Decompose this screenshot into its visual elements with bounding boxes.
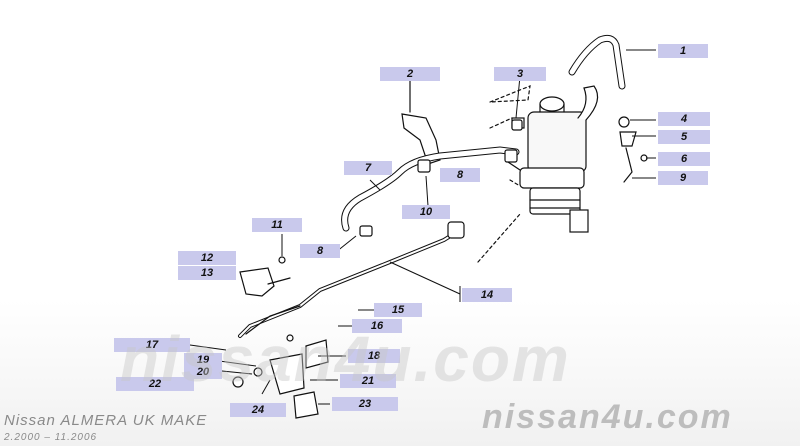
hose-part-9 xyxy=(623,147,633,183)
callout-part-6[interactable]: 6 xyxy=(658,152,710,166)
callout-part-11[interactable]: 11 xyxy=(252,218,302,232)
bracket-part-18 xyxy=(305,339,329,369)
power-steering-reservoir xyxy=(507,85,599,233)
bolt-part-11 xyxy=(278,256,286,264)
callout-part-1[interactable]: 1 xyxy=(658,44,708,58)
callout-part-21[interactable]: 21 xyxy=(340,374,396,388)
model-years: 2.2000 – 11.2006 xyxy=(4,432,98,443)
callout-part-10[interactable]: 10 xyxy=(402,205,450,219)
watermark-right: nissan4u.com xyxy=(482,398,733,436)
bracket-part-21 xyxy=(269,353,305,395)
callout-part-24[interactable]: 24 xyxy=(230,403,286,417)
callout-part-3[interactable]: 3 xyxy=(494,67,546,81)
callout-part-5[interactable]: 5 xyxy=(658,130,710,144)
model-title: Nissan ALMERA UK MAKE xyxy=(4,412,208,429)
callout-part-19[interactable]: 19 xyxy=(184,353,222,367)
bolt-part-22 xyxy=(232,376,244,388)
watermark-center: nissan4u.com xyxy=(120,323,571,395)
callout-part-4[interactable]: 4 xyxy=(658,112,710,126)
bracket-part-12 xyxy=(239,267,275,297)
callout-part-15[interactable]: 15 xyxy=(374,303,422,317)
callout-part-2[interactable]: 2 xyxy=(380,67,440,81)
callout-part-8b[interactable]: 8 xyxy=(300,244,340,258)
clip-part-3 xyxy=(511,119,523,131)
callout-part-12[interactable]: 12 xyxy=(178,251,236,265)
bracket-part-2 xyxy=(401,113,441,165)
callout-part-14[interactable]: 14 xyxy=(462,288,512,302)
bolt-part-20 xyxy=(253,367,263,377)
bracket-part-23 xyxy=(293,391,319,419)
nut-part-4 xyxy=(618,116,630,128)
callout-part-18[interactable]: 18 xyxy=(348,349,400,363)
callout-part-16[interactable]: 16 xyxy=(352,319,402,333)
callout-part-9[interactable]: 9 xyxy=(658,171,708,185)
callout-part-20[interactable]: 20 xyxy=(184,365,222,379)
bracket-part-5 xyxy=(619,131,637,147)
clip-part-8b xyxy=(359,225,373,237)
callout-part-23[interactable]: 23 xyxy=(332,397,398,411)
clip-part-8a xyxy=(504,149,518,163)
callout-part-8a[interactable]: 8 xyxy=(440,168,480,182)
callout-part-22[interactable]: 22 xyxy=(116,377,194,391)
callout-part-7[interactable]: 7 xyxy=(344,161,392,175)
callout-part-13[interactable]: 13 xyxy=(178,266,236,280)
clip-part-10 xyxy=(417,159,431,173)
bolt-part-16 xyxy=(286,334,294,342)
callout-part-17[interactable]: 17 xyxy=(114,338,190,352)
